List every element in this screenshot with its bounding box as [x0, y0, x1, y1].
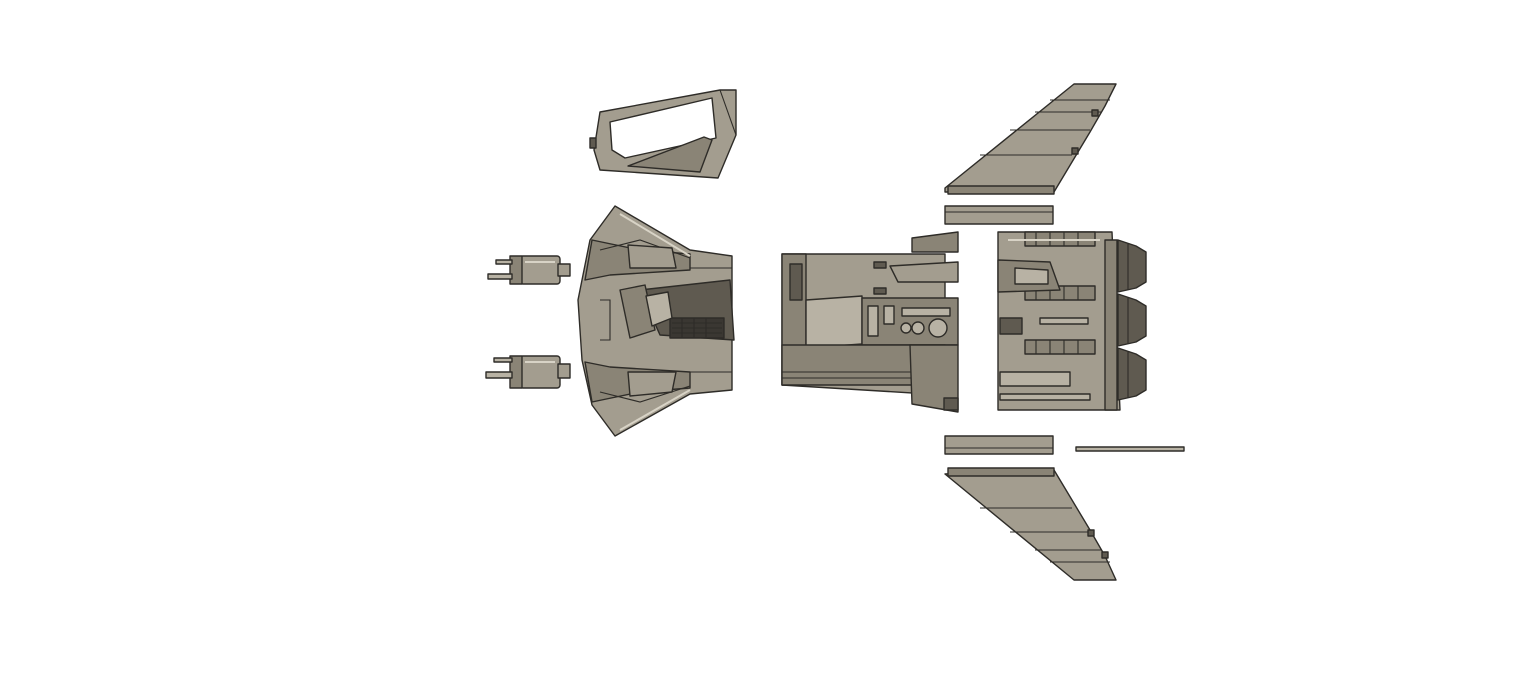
wing-upper[interactable]	[944, 83, 1117, 195]
wing-lower[interactable]	[944, 467, 1117, 581]
thruster-lower[interactable]	[485, 355, 571, 389]
thruster-upper[interactable]	[487, 255, 571, 285]
fuselage-body[interactable]	[781, 231, 959, 413]
engine-nozzles[interactable]	[1117, 239, 1147, 401]
nose-section[interactable]	[577, 205, 735, 437]
engine-block[interactable]	[997, 231, 1121, 411]
wing-root-lower[interactable]	[944, 435, 1054, 455]
canopy-frame[interactable]	[589, 89, 737, 179]
antenna-rod[interactable]	[1075, 446, 1185, 452]
wing-root-upper[interactable]	[944, 205, 1054, 225]
